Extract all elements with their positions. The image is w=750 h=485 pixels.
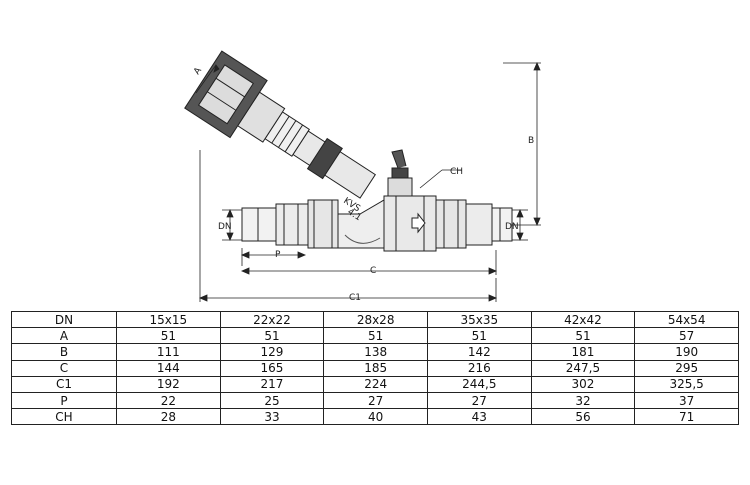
row-label: CH [11, 408, 117, 426]
table-cell: 27 [426, 391, 532, 410]
dim-label-a: A [192, 65, 204, 76]
table-cell: 27 [323, 391, 428, 410]
row-label: C1 [11, 375, 117, 393]
table-cell: 129 [219, 343, 325, 361]
measuring-port [387, 149, 413, 197]
table-cell: 51 [116, 327, 221, 345]
table-cell: 295 [634, 359, 739, 377]
right-pipe [435, 199, 513, 249]
table-cell: 40 [323, 408, 428, 426]
table-cell: 217 [219, 375, 325, 393]
table-cell: 51 [219, 327, 325, 345]
table-cell: 142 [426, 343, 532, 361]
table-cell: 302 [530, 375, 636, 393]
column-header: 22x22 [219, 310, 325, 329]
table-cell: 71 [634, 408, 739, 426]
dim-label-c: C [370, 266, 376, 276]
table-cell: 144 [116, 359, 221, 377]
table-cell: 28 [116, 408, 221, 426]
column-header: 35x35 [426, 310, 532, 329]
dimension-lines [195, 61, 541, 302]
table-cell: 37 [634, 391, 739, 410]
table-cell: 325,5 [634, 375, 739, 393]
table-cell: 192 [116, 375, 221, 393]
table-row: A 51 51 51 51 51 57 [11, 327, 739, 345]
dim-label-dn-left: DN [218, 222, 232, 232]
column-header: 28x28 [323, 310, 428, 329]
column-header: 15x15 [116, 310, 221, 329]
table-cell: 190 [634, 343, 739, 361]
dim-label-b: B [528, 136, 534, 146]
dimension-table: DN 15x15 22x22 28x28 35x35 42x42 54x54 A… [11, 310, 739, 426]
row-label: A [11, 327, 117, 345]
valve-body [337, 195, 437, 252]
dim-label-p: P [275, 250, 281, 260]
valve-drawing: A B CH DN DN P C C1 KVS 4.1 [184, 50, 541, 303]
table-cell: 43 [426, 408, 532, 426]
table-cell: 51 [426, 327, 532, 345]
table-cell: 33 [219, 408, 325, 426]
table-cell: 244,5 [426, 375, 532, 393]
column-header: 42x42 [530, 310, 636, 329]
table-cell: 32 [530, 391, 636, 410]
row-label: C [11, 359, 117, 377]
table-cell: 111 [116, 343, 221, 361]
table-row: C1 192 217 224 244,5 302 325,5 [11, 375, 739, 393]
table-cell: 51 [323, 327, 428, 345]
left-pipe [241, 199, 339, 249]
column-header: 54x54 [634, 310, 739, 329]
table-cell: 216 [426, 359, 532, 377]
table-cell: 138 [323, 343, 428, 361]
table-header-row: DN 15x15 22x22 28x28 35x35 42x42 54x54 [11, 310, 739, 329]
table-row: C 144 165 185 216 247,5 295 [11, 359, 739, 377]
table-row: B 111 129 138 142 181 190 [11, 343, 739, 361]
table-cell: 165 [219, 359, 325, 377]
table-cell: 185 [323, 359, 428, 377]
table-cell: 247,5 [530, 359, 636, 377]
table-cell: 22 [116, 391, 221, 410]
row-label: B [11, 343, 117, 361]
dim-label-dn-right: DN [505, 222, 519, 232]
row-label: DN [11, 310, 117, 329]
valve-bonnet [184, 50, 376, 199]
dim-label-ch: CH [450, 167, 463, 177]
table-cell: 51 [530, 327, 636, 345]
table-cell: 57 [634, 327, 739, 345]
table-row: CH 28 33 40 43 56 71 [11, 408, 739, 426]
dim-label-c1: C1 [349, 293, 361, 303]
row-label: P [11, 391, 117, 410]
table-cell: 224 [323, 375, 428, 393]
table-cell: 181 [530, 343, 636, 361]
table-cell: 56 [530, 408, 636, 426]
table-row: P 22 25 27 27 32 37 [11, 391, 739, 410]
table-cell: 25 [219, 391, 325, 410]
